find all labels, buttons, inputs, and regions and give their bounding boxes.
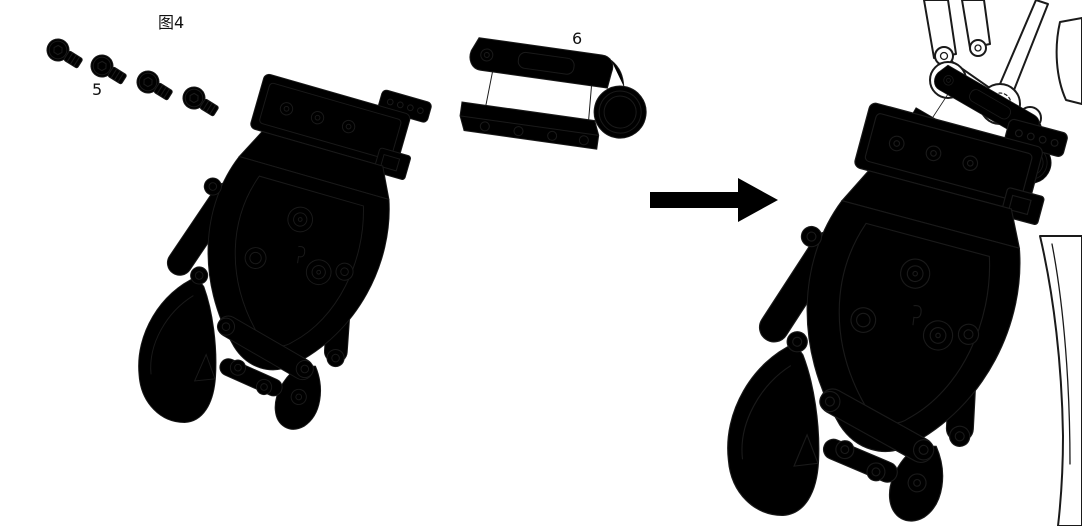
bracket-part — [457, 36, 654, 156]
part-label-screws: 5 — [92, 80, 102, 99]
part-label-bracket: 6 — [572, 29, 582, 48]
screw-icon — [132, 66, 177, 106]
arm-fork-bar — [923, 0, 957, 59]
gripper-unassembled — [121, 43, 433, 467]
arm-edge-piece — [1055, 17, 1082, 105]
arrow-right-icon — [650, 178, 778, 222]
screws-group — [42, 34, 223, 122]
screw-icon — [42, 34, 87, 74]
line-art-layer: 图4 5 6 — [42, 0, 1082, 526]
arm-column — [1039, 235, 1082, 526]
arm-fork-bar — [961, 0, 991, 49]
screw-icon — [178, 82, 223, 122]
arm-diagonal-rod — [999, 0, 1049, 91]
figure-label: 图4 — [158, 13, 184, 32]
gripper-assembled — [708, 67, 1070, 526]
